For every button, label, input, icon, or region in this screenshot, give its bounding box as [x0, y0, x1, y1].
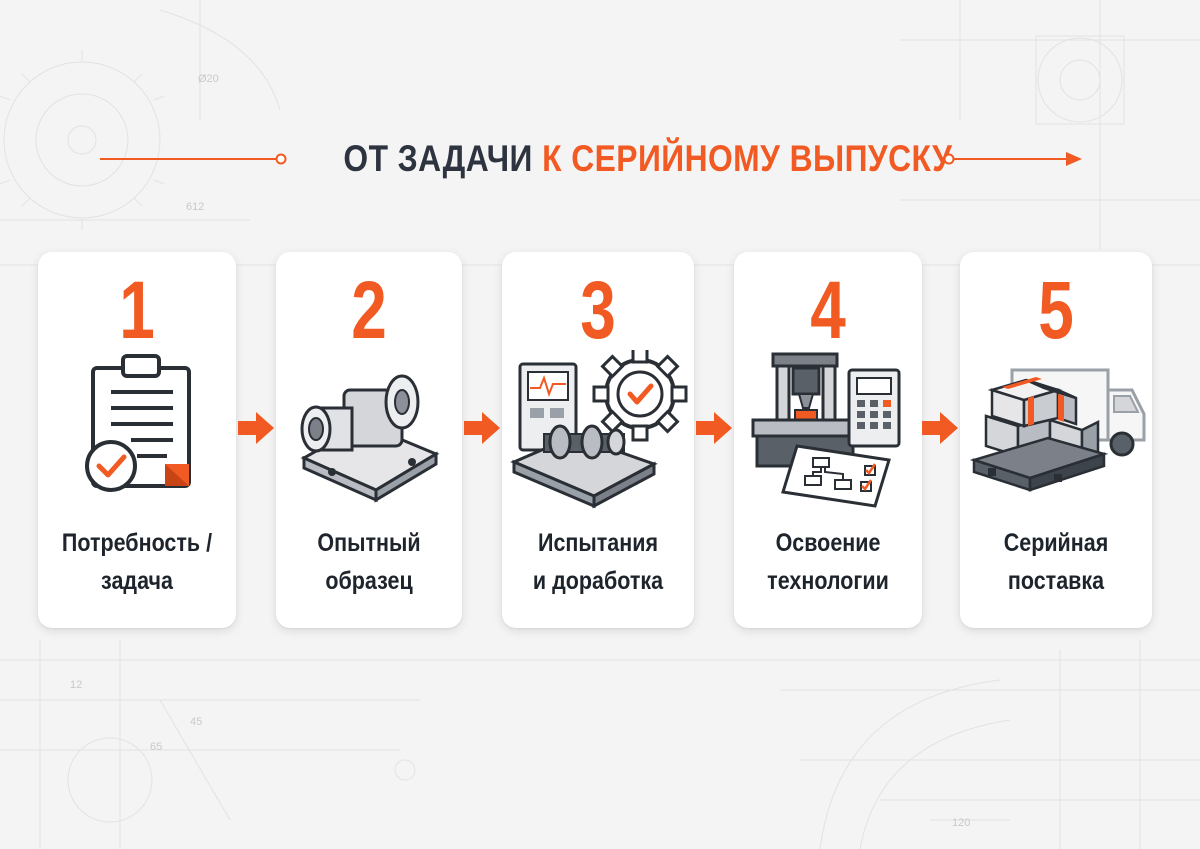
- title-part-1: ОТ ЗАДАЧИ: [343, 138, 533, 179]
- bg-mark-d20: Ø20: [198, 73, 219, 85]
- bg-mark-65: 65: [150, 741, 162, 753]
- bg-mark-612: 612: [186, 201, 204, 213]
- step-label-line2: образец: [325, 567, 413, 595]
- step-number: 1: [119, 265, 155, 356]
- arrow-right-icon: [922, 412, 958, 444]
- bg-mark-120: 120: [952, 817, 970, 829]
- step-label: Освоение технологии: [754, 524, 902, 604]
- clipboard-check-icon: [38, 350, 236, 520]
- test-bench-gear-icon: [502, 350, 694, 520]
- step-label-line2: поставка: [1007, 567, 1105, 595]
- step-label: Испытания и доработка: [522, 524, 673, 604]
- step-label-line1: Потребность /: [61, 529, 213, 557]
- step-card-1: 1 Потребность / задача: [38, 252, 236, 628]
- step-number: 5: [1038, 265, 1074, 356]
- step-label-line1: Опытный: [317, 529, 421, 557]
- title-part-2: К СЕРИЙНОМУ ВЫПУСКУ: [542, 138, 953, 179]
- step-card-4: 4: [734, 252, 922, 628]
- step-label-line1: Испытания: [538, 529, 658, 557]
- step-number: 2: [351, 265, 387, 356]
- step-label-line1: Серийная: [1003, 529, 1109, 557]
- cnc-machine-icon: [734, 350, 922, 520]
- step-card-2: 2 Опытный образец: [276, 252, 462, 628]
- page-title: ОТ ЗАДАЧИ К СЕРИЙНОМУ ВЫПУСКУ: [343, 136, 952, 182]
- step-label: Опытный образец: [296, 524, 442, 604]
- title-row: ОТ ЗАДАЧИ К СЕРИЙНОМУ ВЫПУСКУ: [0, 128, 1200, 190]
- step-label-line2: технологии: [767, 567, 889, 595]
- step-number: 4: [810, 265, 846, 356]
- step-label-line2: задача: [101, 567, 173, 595]
- title-line-left: [100, 153, 287, 165]
- bg-mark-45: 45: [190, 716, 202, 728]
- step-card-5: 5: [960, 252, 1152, 628]
- step-label: Серийная поставка: [980, 524, 1131, 604]
- step-label-line1: Освоение: [775, 529, 881, 557]
- pallet-truck-icon: [960, 350, 1152, 520]
- step-label-line2: и доработка: [532, 567, 664, 595]
- step-card-3: 3: [502, 252, 694, 628]
- machined-part-icon: [276, 350, 462, 520]
- title-line-right: [943, 152, 1082, 166]
- arrow-right-icon: [464, 412, 500, 444]
- step-label: Потребность / задача: [59, 524, 216, 604]
- arrow-right-icon: [696, 412, 732, 444]
- arrow-right-icon: [238, 412, 274, 444]
- bg-mark-12: 12: [70, 679, 82, 691]
- step-number: 3: [580, 265, 616, 356]
